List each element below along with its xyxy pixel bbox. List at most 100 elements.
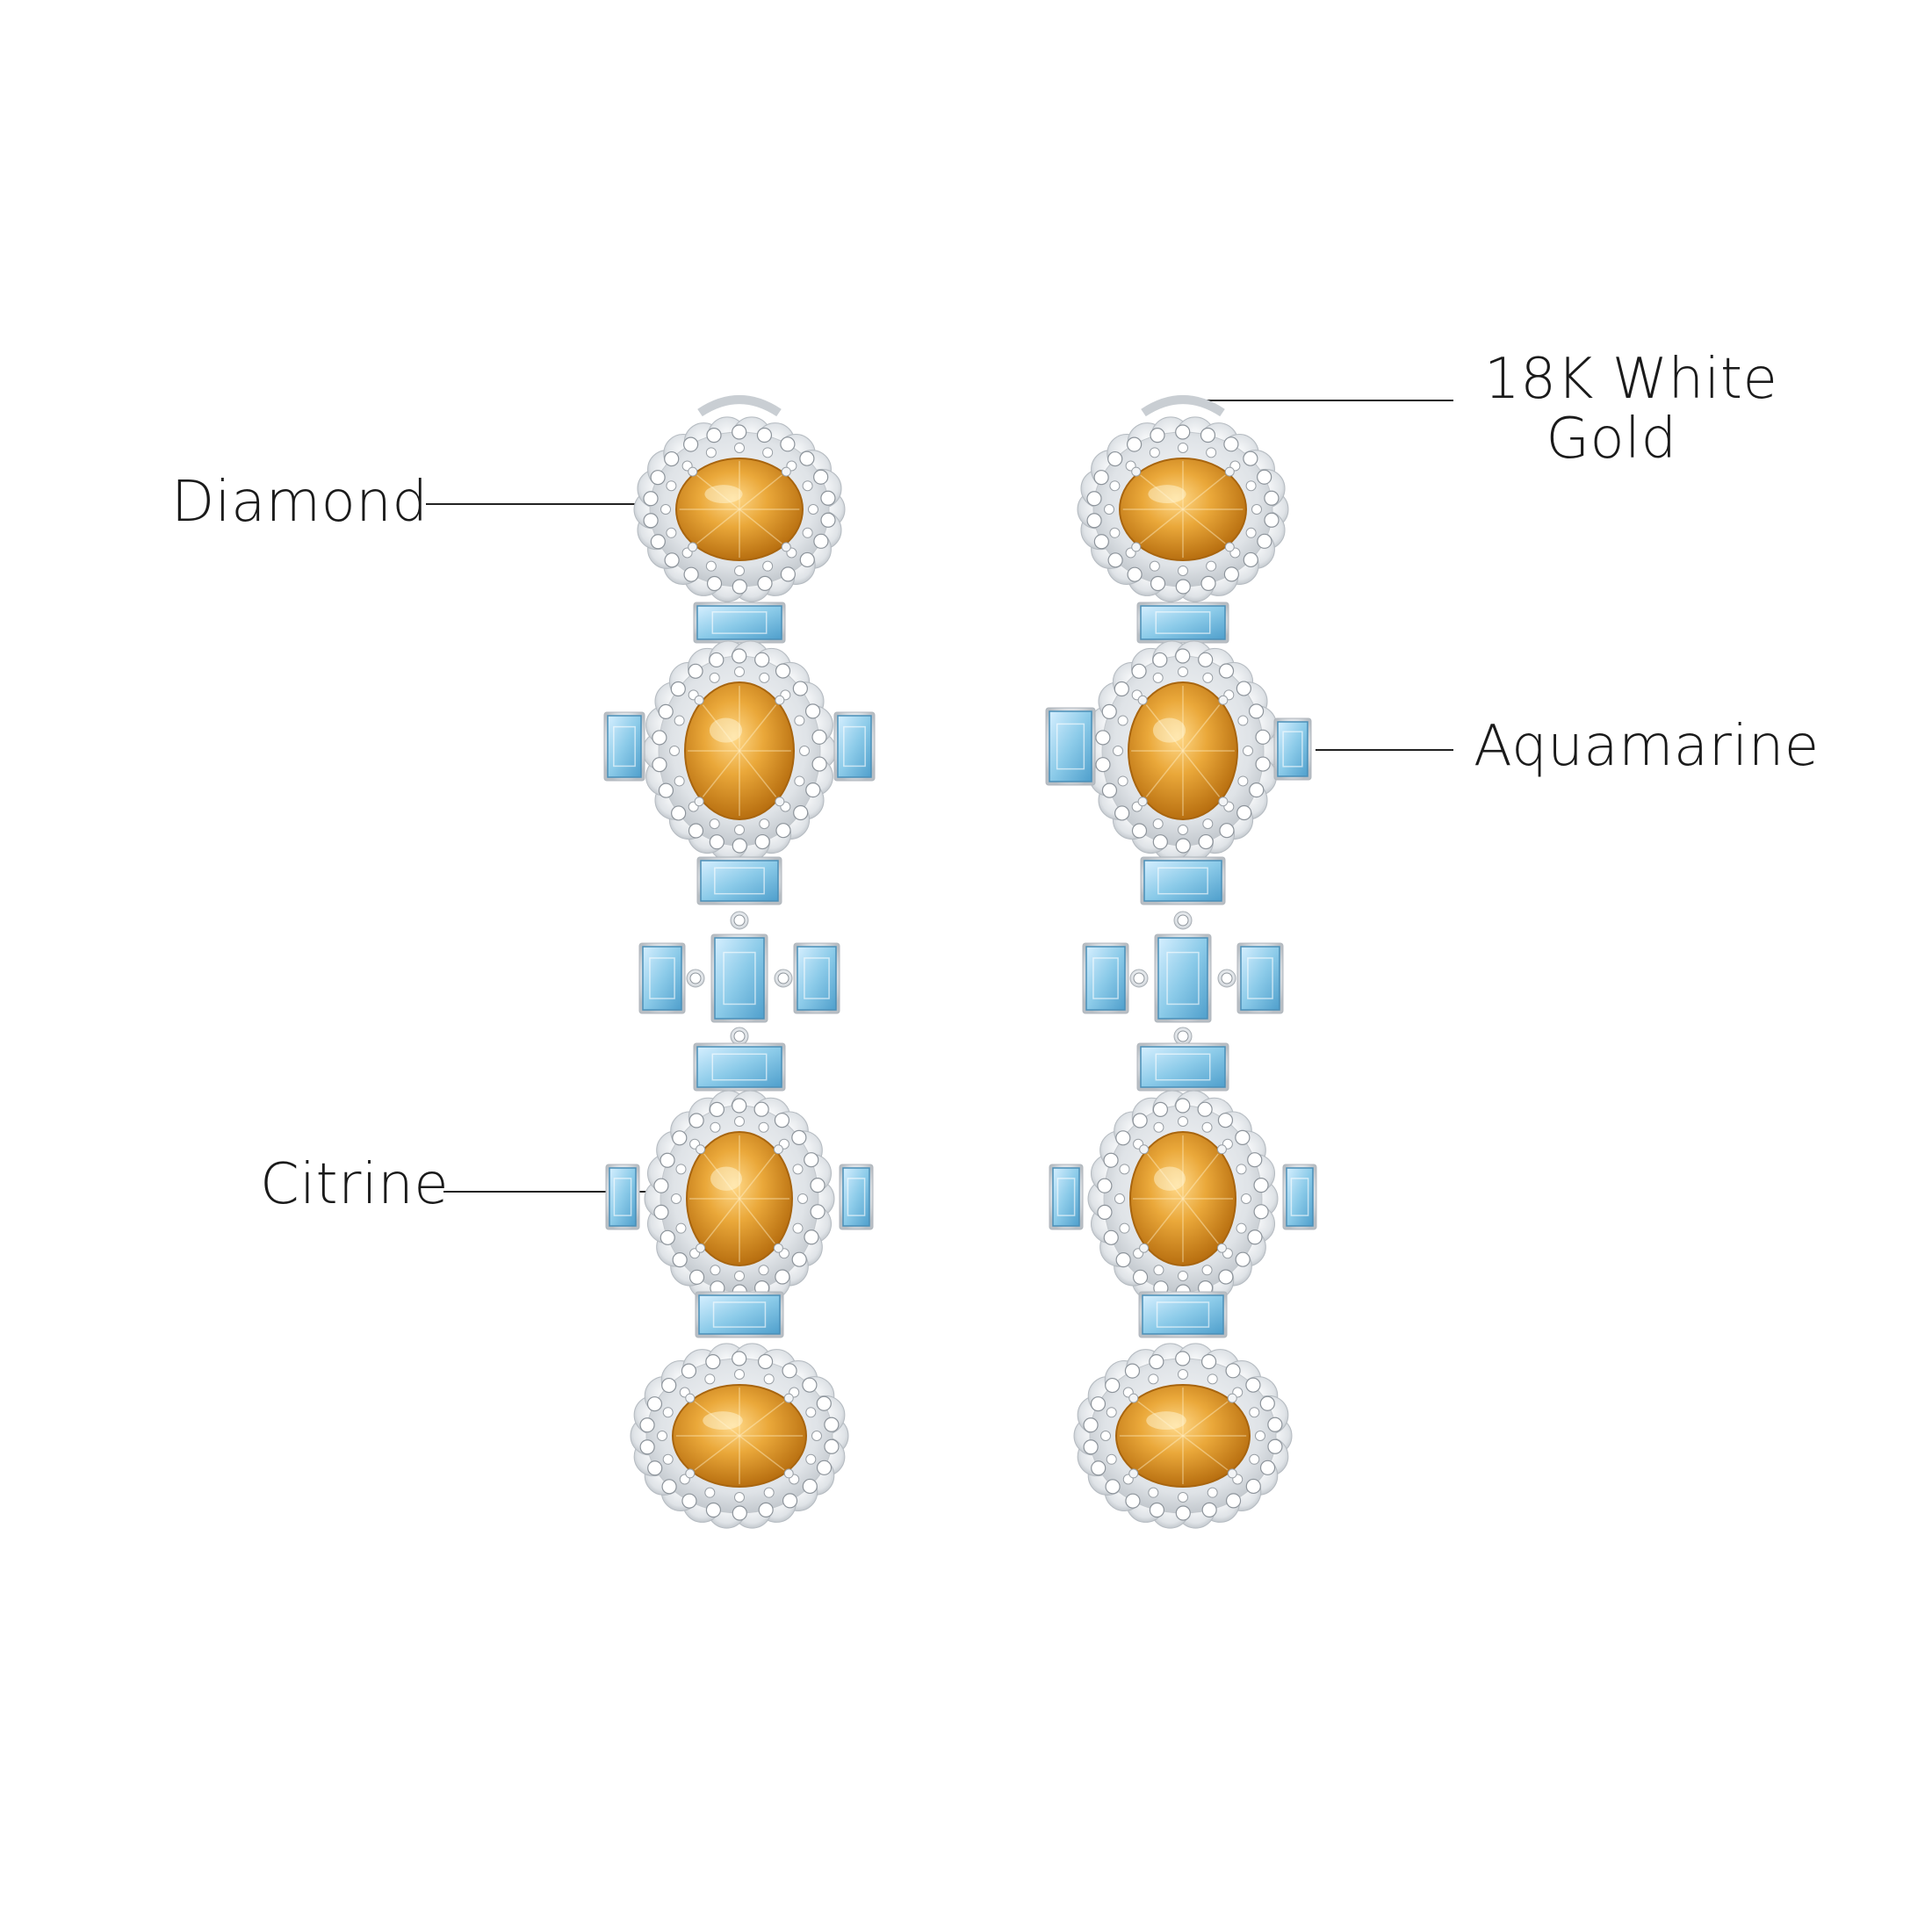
pave-diamond <box>681 1493 697 1509</box>
aquamarine-baguette <box>1236 942 1284 1014</box>
pave-diamond <box>1132 1269 1149 1285</box>
link-diamond <box>733 914 746 926</box>
pave-diamond <box>1093 534 1109 550</box>
pave-diamond <box>1237 775 1249 787</box>
pave-diamond <box>1206 447 1217 458</box>
pave-diamond <box>1257 469 1272 485</box>
pave-diamond <box>1175 838 1191 854</box>
pave-diamond <box>824 1417 840 1432</box>
pave-diamond <box>1207 1373 1218 1385</box>
pave-diamond <box>734 1116 745 1127</box>
link-diamond <box>1177 1030 1189 1042</box>
pave-diamond <box>734 566 745 576</box>
pave-diamond <box>1223 436 1239 452</box>
pave-diamond <box>1086 491 1102 507</box>
pave-diamond <box>1149 447 1160 458</box>
aquamarine-baguette <box>605 1164 640 1230</box>
pave-diamond <box>683 566 699 582</box>
prong <box>1218 695 1229 705</box>
prong <box>1137 695 1148 705</box>
aquamarine-step-cut <box>613 725 636 768</box>
citrine-facet <box>739 1153 775 1200</box>
pave-diamond <box>732 1098 747 1114</box>
pave-diamond <box>1175 1505 1191 1521</box>
citrine-facet <box>739 1401 785 1437</box>
white-gold-label-line2: Gold <box>1546 407 1677 472</box>
pave-diamond <box>1131 823 1148 839</box>
pave-diamond <box>763 1487 775 1498</box>
diamond-label: Diamond <box>171 470 429 535</box>
pave-diamond <box>804 703 821 719</box>
pave-diamond <box>706 575 723 592</box>
prong <box>773 1144 783 1155</box>
pave-diamond <box>1148 1373 1159 1385</box>
link-diamond <box>733 1030 746 1042</box>
aquamarine-baguette <box>1136 602 1229 644</box>
pave-diamond <box>1149 1354 1164 1370</box>
citrine-facet <box>1137 1435 1184 1471</box>
pave-diamond <box>1086 513 1102 529</box>
aquamarine-stone <box>714 937 765 1020</box>
aquamarine-stone <box>842 1167 870 1227</box>
pave-diamond <box>759 672 770 683</box>
pave-diamond <box>1132 1113 1148 1128</box>
pave-diamond <box>672 1252 688 1268</box>
pave-diamond <box>1243 746 1253 756</box>
prong <box>1137 797 1148 807</box>
aquamarine-stone <box>1052 1167 1080 1227</box>
link-diamond <box>1177 914 1189 926</box>
prong <box>1139 1243 1150 1253</box>
pave-diamond <box>672 1130 688 1146</box>
aquamarine-baguette <box>603 711 645 782</box>
citrine-facet <box>739 474 782 510</box>
pave-diamond <box>1115 1252 1131 1268</box>
pave-diamond <box>1243 451 1258 466</box>
pave-diamond <box>1247 1229 1263 1245</box>
aquamarine-step-cut <box>1282 731 1303 768</box>
pave-diamond <box>762 447 774 458</box>
aquamarine-stone <box>642 946 682 1011</box>
aquamarine-step-cut <box>1290 1178 1309 1216</box>
pave-diamond <box>732 1505 747 1521</box>
pave-diamond <box>1253 1178 1269 1193</box>
pave-diamond <box>650 534 666 550</box>
pave-diamond <box>688 1269 705 1285</box>
pave-diamond <box>1200 1353 1217 1370</box>
pave-diamond <box>1245 527 1257 538</box>
pave-diamond <box>1115 1130 1131 1146</box>
pave-diamond <box>683 436 699 452</box>
citrine-facet <box>1137 1401 1184 1437</box>
pave-diamond <box>1109 527 1121 538</box>
prong <box>694 695 704 705</box>
pave-diamond <box>652 730 667 746</box>
pave-diamond <box>732 838 747 854</box>
aquamarine-baguette <box>1154 934 1212 1023</box>
pave-diamond <box>643 513 659 529</box>
link-diamond <box>689 972 702 984</box>
citrine-label: Citrine <box>260 1152 450 1217</box>
pave-diamond <box>1245 480 1257 492</box>
pave-diamond <box>688 663 703 679</box>
pave-diamond <box>1264 490 1280 506</box>
pave-diamond <box>802 480 813 492</box>
pave-diamond <box>1117 715 1128 726</box>
pave-diamond <box>1083 1417 1099 1433</box>
citrine-facet <box>739 704 777 752</box>
pave-diamond <box>1217 1113 1234 1128</box>
pave-diamond <box>660 1229 675 1245</box>
white-gold-label-line1: 18K White <box>1484 347 1778 412</box>
pave-diamond <box>804 1152 819 1168</box>
pave-diamond <box>1207 1487 1218 1498</box>
pave-diamond <box>791 1129 807 1145</box>
aquamarine-baguette <box>693 602 786 644</box>
pave-diamond <box>811 729 827 745</box>
pave-diamond <box>1153 1121 1164 1133</box>
citrine-stone <box>672 1384 807 1488</box>
aquamarine-baguette <box>1273 717 1312 781</box>
pave-diamond <box>759 818 770 830</box>
pave-diamond <box>1201 1121 1213 1133</box>
pave-diamond <box>1253 1204 1269 1220</box>
aquamarine-baguette <box>1045 707 1096 786</box>
pave-diamond <box>1152 672 1164 683</box>
pave-diamond <box>1225 1493 1242 1509</box>
